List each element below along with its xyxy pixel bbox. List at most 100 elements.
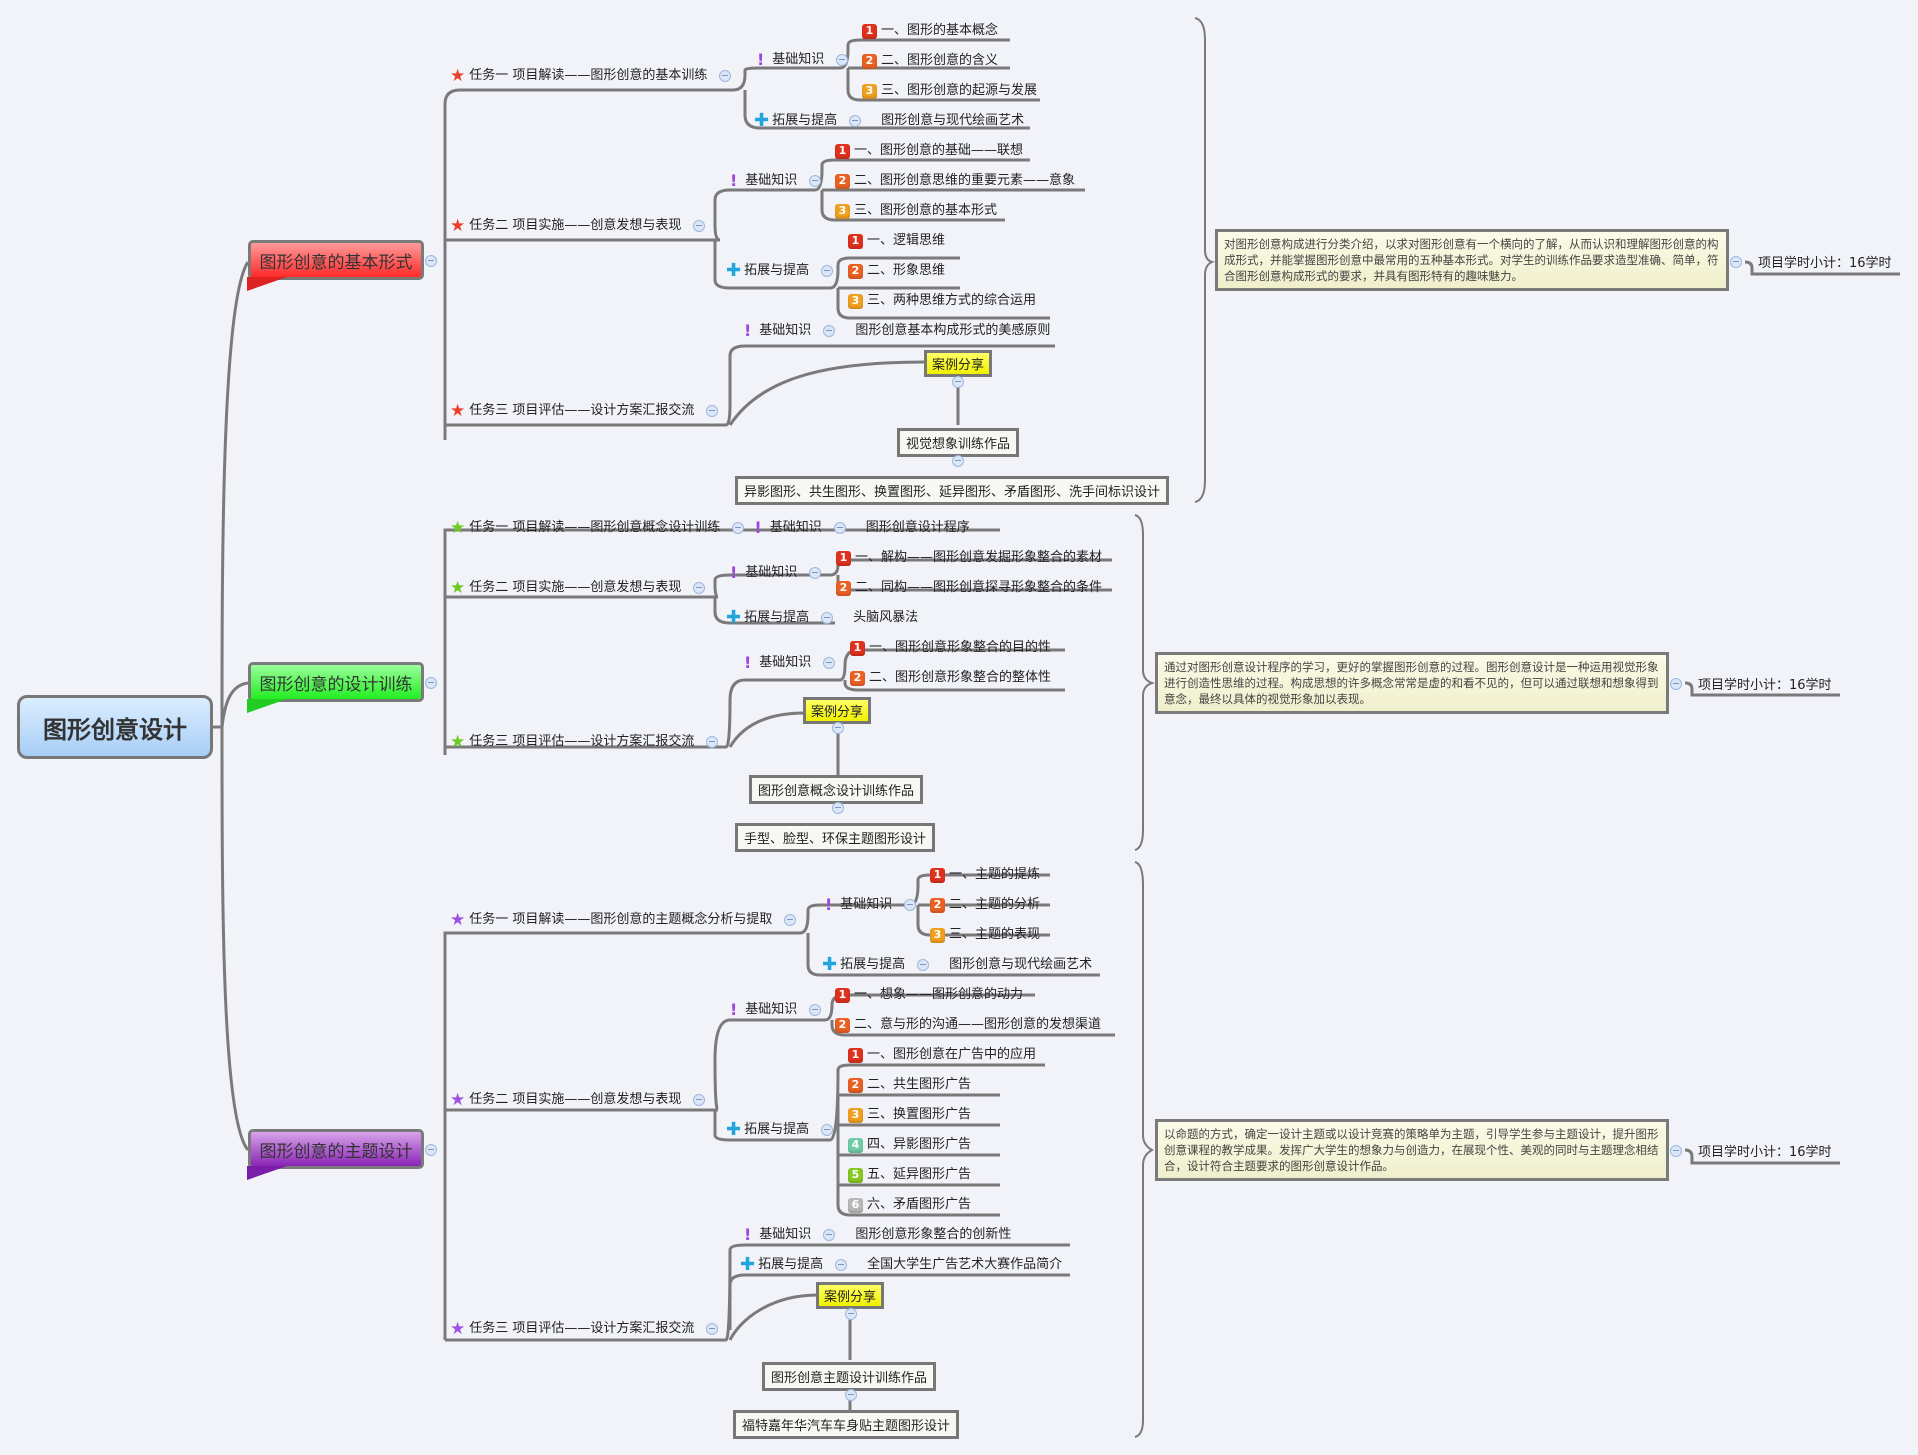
knowledge-node[interactable]: !基础知识 bbox=[825, 896, 926, 914]
extension-node[interactable]: ✚拓展与提高图形创意与现代绘画艺术 bbox=[822, 956, 1092, 974]
knowledge-node[interactable]: !基础知识图形创意形象整合的创新性 bbox=[744, 1226, 1011, 1244]
case-share-node[interactable]: 案例分享 bbox=[803, 697, 872, 724]
extension-node[interactable]: ✚拓展与提高全国大学生广告艺术大赛作品简介 bbox=[740, 1256, 1062, 1274]
collapse-minus-icon[interactable] bbox=[1730, 256, 1742, 268]
collapse-minus-icon[interactable] bbox=[952, 376, 964, 388]
collapse-minus-icon[interactable] bbox=[425, 255, 437, 267]
task-node[interactable]: ★任务三 项目评估——设计方案汇报交流 bbox=[450, 733, 728, 751]
collapse-minus-icon[interactable] bbox=[904, 899, 917, 911]
task-node[interactable]: ★任务一 项目解读——图形创意的基本训练 bbox=[450, 67, 741, 85]
collapse-minus-icon[interactable] bbox=[845, 1389, 857, 1401]
work-list-node[interactable]: 异影图形、共生图形、换置图形、延异图形、矛盾图形、洗手间标识设计 bbox=[735, 476, 1170, 505]
collapse-minus-icon[interactable] bbox=[693, 1094, 706, 1106]
collapse-minus-icon[interactable] bbox=[832, 722, 844, 734]
work-node[interactable]: 图形创意概念设计训练作品 bbox=[749, 775, 924, 804]
task-node[interactable]: ★任务二 项目实施——创意发想与表现 bbox=[450, 1091, 715, 1109]
central-topic[interactable]: 图形创意设计 bbox=[17, 695, 213, 759]
collapse-minus-icon[interactable] bbox=[832, 802, 844, 814]
collapse-minus-icon[interactable] bbox=[845, 1308, 857, 1320]
collapse-minus-icon[interactable] bbox=[823, 325, 836, 337]
task-node[interactable]: ★任务二 项目实施——创意发想与表现 bbox=[450, 579, 715, 597]
hours-summary[interactable]: 项目学时小计：16学时 bbox=[1758, 256, 1892, 271]
extension-node[interactable]: ✚拓展与提高 bbox=[726, 1121, 843, 1139]
collapse-minus-icon[interactable] bbox=[823, 1229, 836, 1241]
extension-node[interactable]: ✚拓展与提高头脑风暴法 bbox=[726, 609, 918, 627]
collapse-minus-icon[interactable] bbox=[706, 736, 719, 748]
module-note[interactable]: 通过对图形创意设计程序的学习，更好的掌握图形创意的过程。图形创意设计是一种运用视… bbox=[1155, 652, 1669, 714]
collapse-minus-icon[interactable] bbox=[833, 522, 846, 534]
module-note[interactable]: 以命题的方式，确定一设计主题或以设计竞赛的策略单为主题，引导学生参与主题设计，提… bbox=[1155, 1119, 1669, 1181]
case-share-node[interactable]: 案例分享 bbox=[816, 1282, 885, 1309]
knowledge-node[interactable]: !基础知识 bbox=[730, 1001, 831, 1019]
main-topic-basic-forms[interactable]: 图形创意的基本形式 bbox=[247, 240, 424, 291]
collapse-minus-icon[interactable] bbox=[706, 405, 719, 417]
task-node[interactable]: ★任务三 项目评估——设计方案汇报交流 bbox=[450, 1320, 728, 1338]
collapse-minus-icon[interactable] bbox=[693, 582, 706, 594]
knowledge-node[interactable]: !基础知识图形创意基本构成形式的美感原则 bbox=[744, 322, 1050, 340]
extension-node[interactable]: ✚拓展与提高 bbox=[726, 262, 843, 280]
collapse-minus-icon[interactable] bbox=[732, 522, 745, 534]
task-node[interactable]: ★任务三 项目评估——设计方案汇报交流 bbox=[450, 402, 728, 420]
collapse-minus-icon[interactable] bbox=[693, 220, 706, 232]
task-node[interactable]: ★任务一 项目解读——图形创意概念设计训练!基础知识图形创意设计程序 bbox=[450, 519, 970, 538]
task-node[interactable]: ★任务一 项目解读——图形创意的主题概念分析与提取 bbox=[450, 911, 806, 929]
collapse-minus-icon[interactable] bbox=[809, 567, 822, 579]
collapse-minus-icon[interactable] bbox=[952, 455, 964, 467]
collapse-minus-icon[interactable] bbox=[849, 115, 862, 127]
knowledge-node[interactable]: !基础知识 bbox=[730, 564, 831, 582]
module-note[interactable]: 对图形创意构成进行分类介绍，以求对图形创意有一个横向的了解，从而认识和理解图形创… bbox=[1215, 229, 1729, 291]
hours-summary[interactable]: 项目学时小计：16学时 bbox=[1698, 1145, 1832, 1160]
collapse-minus-icon[interactable] bbox=[719, 70, 732, 82]
collapse-minus-icon[interactable] bbox=[823, 657, 836, 669]
work-list-node[interactable]: 手型、脸型、环保主题图形设计 bbox=[735, 823, 936, 852]
collapse-minus-icon[interactable] bbox=[835, 1259, 848, 1271]
collapse-minus-icon[interactable] bbox=[809, 1004, 822, 1016]
knowledge-node[interactable]: !基础知识 bbox=[730, 172, 831, 190]
hours-summary[interactable]: 项目学时小计：16学时 bbox=[1698, 678, 1832, 693]
case-share-node[interactable]: 案例分享 bbox=[924, 350, 993, 377]
collapse-minus-icon[interactable] bbox=[1670, 678, 1682, 690]
collapse-minus-icon[interactable] bbox=[425, 1144, 437, 1156]
collapse-minus-icon[interactable] bbox=[821, 612, 834, 624]
collapse-minus-icon[interactable] bbox=[1670, 1145, 1682, 1157]
work-node[interactable]: 视觉想象训练作品 bbox=[897, 428, 1020, 457]
work-node[interactable]: 图形创意主题设计训练作品 bbox=[762, 1362, 937, 1391]
collapse-minus-icon[interactable] bbox=[917, 959, 930, 971]
task-node[interactable]: ★任务二 项目实施——创意发想与表现 bbox=[450, 217, 715, 235]
collapse-minus-icon[interactable] bbox=[836, 54, 849, 66]
main-topic-design-training[interactable]: 图形创意的设计训练 bbox=[247, 662, 424, 713]
collapse-minus-icon[interactable] bbox=[425, 677, 437, 689]
main-topic-theme-design[interactable]: 图形创意的主题设计 bbox=[247, 1129, 424, 1180]
extension-node[interactable]: ✚拓展与提高图形创意与现代绘画艺术 bbox=[754, 112, 1024, 130]
work-list-node[interactable]: 福特嘉年华汽车车身贴主题图形设计 bbox=[733, 1410, 960, 1439]
collapse-minus-icon[interactable] bbox=[809, 175, 822, 187]
collapse-minus-icon[interactable] bbox=[706, 1323, 719, 1335]
knowledge-node[interactable]: !基础知识 bbox=[757, 51, 858, 69]
collapse-minus-icon[interactable] bbox=[821, 1124, 834, 1136]
collapse-minus-icon[interactable] bbox=[821, 265, 834, 277]
